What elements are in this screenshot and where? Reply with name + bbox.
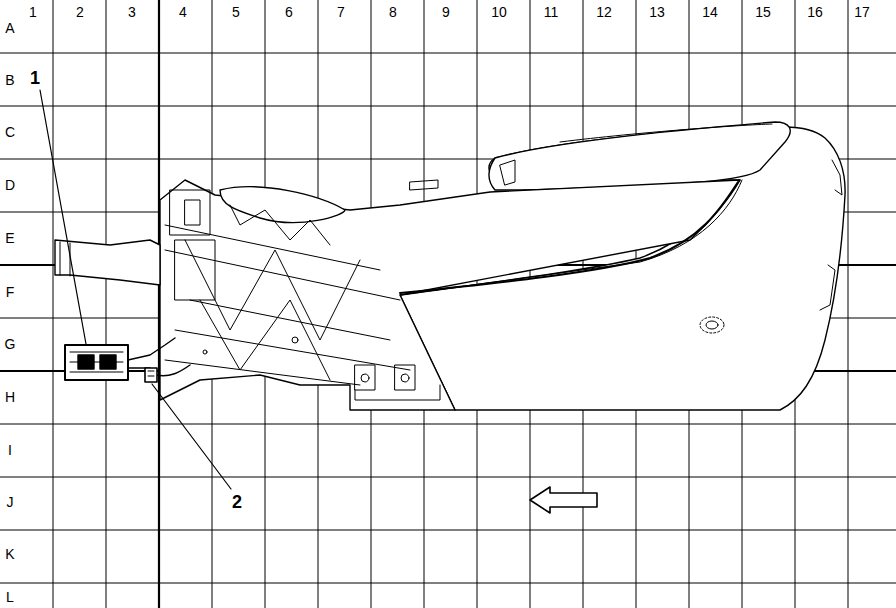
grid-column-number: 3 (127, 5, 137, 19)
grid-column-number: 4 (178, 5, 188, 19)
grid-column-number: 13 (648, 5, 666, 19)
grid-row-letter: D (4, 178, 16, 192)
grid-column-number: 8 (388, 5, 398, 19)
grid-row-letter: J (6, 495, 15, 509)
grid-column-number: 6 (284, 5, 294, 19)
grid-column-number: 9 (441, 5, 451, 19)
grid-row-letter: C (4, 125, 16, 139)
grid-column-number: 1 (28, 5, 38, 19)
console-details (60, 124, 842, 400)
grid-column-number: 7 (336, 5, 346, 19)
grid-column-number: 10 (490, 5, 508, 19)
console-body (55, 122, 845, 410)
grid-column-number: 5 (231, 5, 241, 19)
grid-row-letter: G (4, 337, 17, 351)
callout-number: 1 (29, 69, 41, 87)
grid-column-number: 14 (701, 5, 719, 19)
grid-row-letter: I (7, 443, 13, 457)
wiring (65, 338, 190, 382)
grid-row-letter: F (5, 285, 16, 299)
grid-row-letter: H (4, 390, 16, 404)
grid-column-number: 16 (806, 5, 824, 19)
grid-row-letter: B (4, 73, 15, 87)
grid-column-number: 11 (543, 5, 560, 19)
grid-column-number: 12 (595, 5, 613, 19)
grid-column-number: 2 (75, 5, 85, 19)
grid-column-number: 17 (853, 5, 871, 19)
grid-column-number: 15 (754, 5, 772, 19)
grid-row-letter: L (5, 590, 15, 604)
callout-number: 2 (231, 493, 243, 511)
leader-lines (40, 90, 231, 489)
grid-row-letter: K (4, 547, 15, 561)
direction-arrow (530, 487, 597, 513)
grid-row-letter: A (4, 21, 15, 35)
grid-row-letter: E (4, 231, 15, 245)
